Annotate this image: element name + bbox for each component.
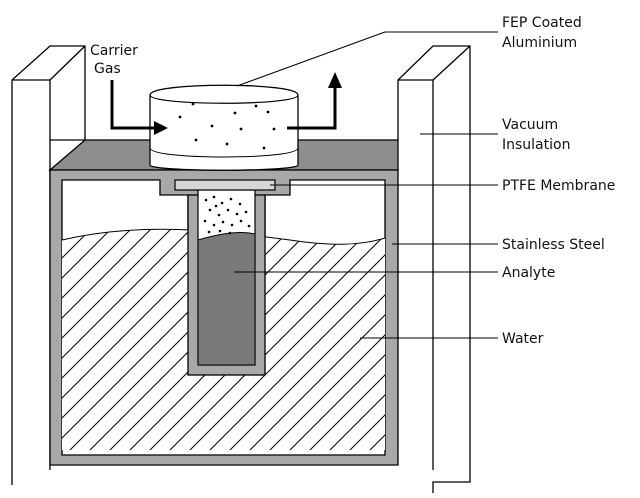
carrier-gas-inlet-arrow (110, 80, 168, 135)
label-fep-2: Aluminium (502, 35, 577, 51)
chamber-dots (178, 102, 276, 150)
leader-fep (236, 31, 498, 87)
vacuum-wall-right (397, 45, 471, 493)
label-water: Water (502, 331, 544, 347)
label-carrier-gas-2: Gas (94, 61, 121, 77)
vacuum-insulation (11, 45, 471, 493)
carrier-gas-outlet-arrow (287, 72, 342, 130)
leader-lines (234, 31, 498, 339)
label-stainless: Stainless Steel (502, 237, 605, 253)
vapour-dots (203, 195, 251, 235)
fep-chamber (149, 84, 299, 171)
label-fep-1: FEP Coated (502, 15, 582, 31)
ptfe-membrane (174, 179, 276, 191)
analyte-liquid (197, 232, 256, 366)
label-ptfe: PTFE Membrane (502, 178, 615, 194)
label-analyte: Analyte (502, 265, 555, 281)
label-carrier-gas-1: Carrier (90, 43, 138, 59)
label-vacuum-1: Vacuum (502, 117, 558, 133)
label-vacuum-2: Insulation (502, 137, 570, 153)
